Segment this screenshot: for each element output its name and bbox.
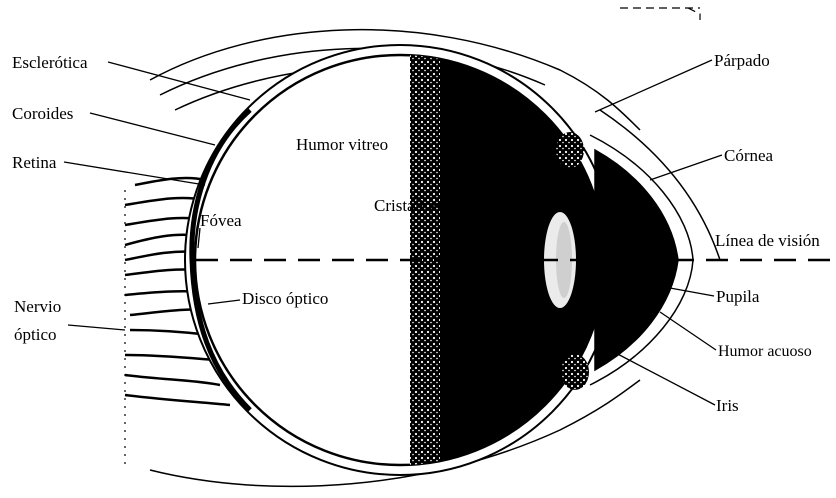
lens-inner <box>556 222 572 298</box>
label-iris: Iris <box>716 396 739 415</box>
label-disco-optico: Disco óptico <box>242 289 328 308</box>
label-nervio-line2: óptico <box>14 325 57 344</box>
label-coroides: Coroides <box>12 104 73 123</box>
label-humor-acuoso: Humor acuoso <box>718 343 812 360</box>
label-cristalino: Cristalino <box>374 196 441 215</box>
label-cornea: Córnea <box>724 146 774 165</box>
label-esclerotica: Esclerótica <box>12 53 88 72</box>
label-fovea: Fóvea <box>200 211 242 230</box>
label-humor-vitreo: Humor vitreo <box>296 135 388 154</box>
label-nervio-line1: Nervio <box>14 297 61 316</box>
label-parpado: Párpado <box>714 51 770 70</box>
label-pupila: Pupila <box>716 287 760 306</box>
label-retina: Retina <box>12 153 57 172</box>
scan-artifact <box>620 8 700 20</box>
label-linea-vision: Línea de visión <box>715 231 820 250</box>
